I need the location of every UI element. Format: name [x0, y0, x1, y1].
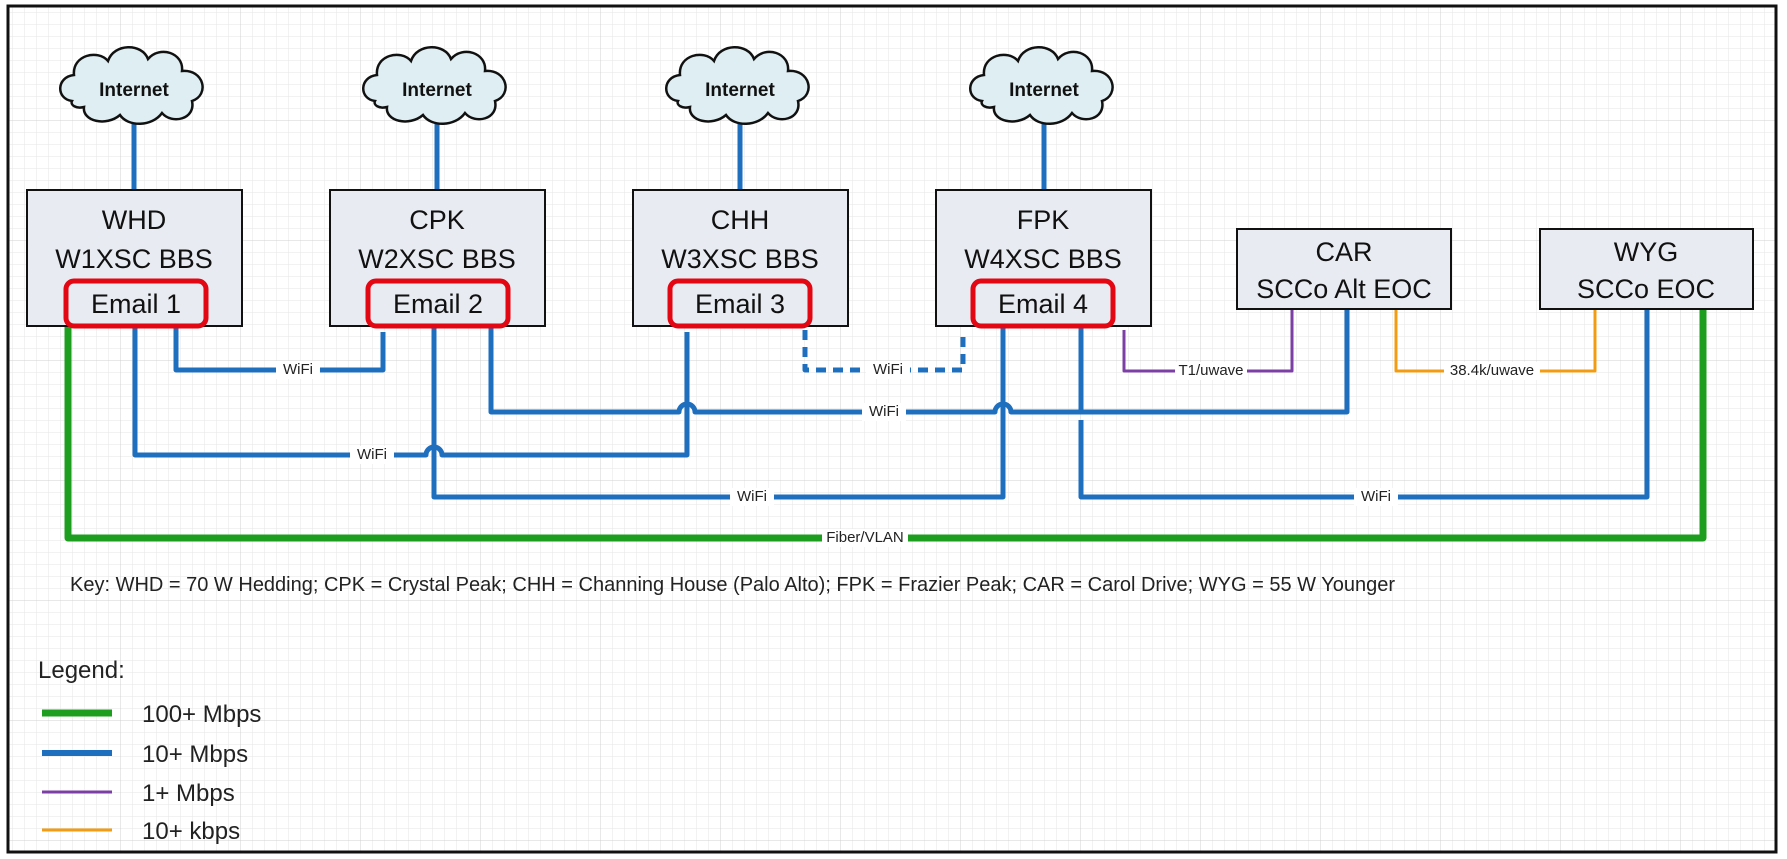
node-site-label: WYG	[1614, 237, 1679, 267]
node-site-label: CHH	[711, 205, 770, 235]
node-name-label: W2XSC BBS	[358, 244, 516, 274]
link-label-384k-uwave: 38.4k/uwave	[1450, 362, 1534, 379]
link-label-wifi: WiFi	[357, 446, 387, 463]
node-site-label: WHD	[102, 205, 166, 235]
link-label-t1-uwave: T1/uwave	[1178, 362, 1243, 379]
node-chh: CHH W3XSC BBS Email 3	[632, 189, 849, 329]
diagram-frame	[6, 4, 1778, 854]
node-name-label: W1XSC BBS	[55, 244, 213, 274]
link-label-fiber-vlan: Fiber/VLAN	[826, 529, 904, 546]
node-fpk: FPK W4XSC BBS Email 4	[935, 189, 1152, 329]
legend-label: 1+ Mbps	[142, 780, 235, 807]
node-site-label: CPK	[409, 205, 465, 235]
email-label: Email 4	[998, 289, 1088, 319]
internet-cloud: Internet	[362, 46, 507, 125]
internet-cloud: Internet	[59, 46, 204, 125]
internet-cloud: Internet	[665, 46, 810, 125]
legend-label: 10+ Mbps	[142, 741, 248, 768]
site-key: Key: WHD = 70 W Hedding; CPK = Crystal P…	[70, 574, 1395, 596]
node-car: CAR SCCo Alt EOC	[1236, 228, 1452, 310]
node-name-label: W3XSC BBS	[661, 244, 819, 274]
legend-label: 10+ kbps	[142, 818, 240, 845]
internet-cloud: Internet	[969, 46, 1114, 125]
node-name-label: SCCo Alt EOC	[1256, 274, 1432, 304]
cloud-label: Internet	[402, 80, 472, 101]
link-label-wifi: WiFi	[283, 361, 313, 378]
link-label-wifi: WiFi	[873, 361, 903, 378]
node-site-label: FPK	[1017, 205, 1070, 235]
cloud-label: Internet	[705, 80, 775, 101]
node-site-label: CAR	[1315, 237, 1372, 267]
node-wyg: WYG SCCo EOC	[1539, 228, 1754, 310]
link-wifi-cpk-fpk	[431, 325, 1006, 500]
node-name-label: SCCo EOC	[1577, 274, 1715, 304]
legend: Legend: 100+ Mbps 10+ Mbps 1+ Mbps 10+ k…	[38, 657, 261, 845]
link-wifi-cpk-car	[488, 307, 1350, 415]
node-cpk: CPK W2XSC BBS Email 2	[329, 189, 546, 329]
link-label-wifi: WiFi	[1361, 488, 1391, 505]
link-label-wifi: WiFi	[737, 488, 767, 505]
legend-label: 100+ Mbps	[142, 701, 261, 728]
legend-title: Legend:	[38, 657, 125, 684]
link-label-wifi: WiFi	[869, 403, 899, 420]
grid-background	[8, 6, 1776, 852]
email-label: Email 1	[91, 289, 181, 319]
node-name-label: W4XSC BBS	[964, 244, 1122, 274]
email-label: Email 2	[393, 289, 483, 319]
cloud-label: Internet	[1009, 80, 1079, 101]
cloud-label: Internet	[99, 80, 169, 101]
email-label: Email 3	[695, 289, 785, 319]
link-labels: WiFi WiFi WiFi WiFi WiFi WiFi T1/uwave 3…	[276, 361, 1540, 547]
node-whd: WHD W1XSC BBS Email 1	[26, 189, 243, 329]
